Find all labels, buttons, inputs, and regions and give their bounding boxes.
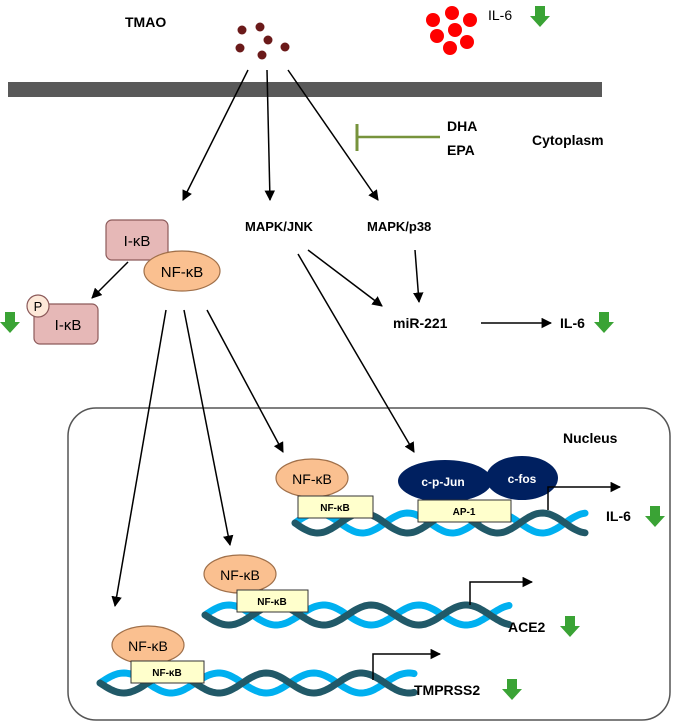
ap1-site	[417, 499, 512, 523]
arrow-nfkb-ace2	[183, 309, 234, 547]
tss-arrow-ace2	[469, 576, 534, 605]
tss-arrow-il6	[547, 481, 622, 510]
arrow-tmao-nfkb	[182, 69, 249, 201]
nucleus-label: Nucleus	[563, 430, 618, 446]
nfkb-site-il6	[297, 495, 374, 519]
nfkb-complex-label: NF-κB	[161, 264, 204, 281]
il6-gene-label: IL-6	[606, 508, 631, 524]
down-arrow-icon	[530, 6, 550, 27]
down-arrow-icon	[0, 312, 20, 333]
tmao-label: TMAO	[125, 14, 166, 30]
arrow-ikb-phospho	[91, 261, 129, 299]
arrow-tmao-p38	[287, 69, 379, 201]
arrow-nfkb-il6	[206, 309, 284, 453]
nfkb-oval-ace2-label: NF-κB	[220, 567, 260, 583]
ikb-box	[105, 219, 169, 261]
tmao-molecules	[235, 22, 290, 60]
ap1-label: AP-1	[453, 507, 476, 518]
nfkb-site-ace2	[236, 589, 309, 613]
c-p-jun-label: c-p-Jun	[421, 475, 464, 489]
nfkb-complex-oval	[143, 250, 221, 292]
tss-arrow-tmprss2	[372, 648, 442, 680]
c-fos-oval	[486, 456, 558, 500]
tmprss2-label: TMPRSS2	[414, 682, 480, 698]
nucleus-box	[67, 407, 671, 721]
dna-helix-ace2	[201, 601, 513, 629]
c-fos-label: c-fos	[508, 472, 537, 486]
nfkb-oval-il6-label: NF-κB	[292, 471, 332, 487]
cytoplasm-label: Cytoplasm	[532, 132, 604, 148]
arrow-jnk-mir221	[307, 249, 383, 307]
arrow-p38-mir221	[413, 249, 424, 304]
nfkb-site-tmprss2-label: NF-κB	[152, 668, 181, 679]
epa-label: EPA	[447, 142, 475, 158]
mir221-label: miR-221	[393, 315, 448, 331]
il6-molecules	[426, 6, 477, 55]
nfkb-site-il6-label: NF-κB	[320, 503, 349, 514]
il6-top-label: IL-6	[488, 7, 512, 23]
ikb-label: I-κB	[124, 233, 151, 250]
down-arrow-icon	[645, 506, 665, 527]
il6-mir-label: IL-6	[560, 315, 585, 331]
nfkb-site-tmprss2	[130, 660, 205, 684]
dna-strand	[291, 509, 589, 537]
dha-label: DHA	[447, 118, 477, 134]
down-arrow-icon	[594, 312, 614, 333]
arrow-tmao-jnk	[264, 69, 276, 202]
c-p-jun-oval	[398, 460, 492, 502]
ace2-label: ACE2	[508, 619, 546, 635]
mapk-jnk-label: MAPK/JNK	[245, 219, 314, 234]
phosphate-circle	[26, 294, 50, 318]
cell-membrane	[8, 82, 602, 97]
dna-strand	[96, 669, 418, 697]
dna-strand	[201, 601, 513, 629]
p-ikb-label: I-κB	[55, 317, 82, 334]
p-ikb-box	[33, 303, 99, 345]
down-arrow-icon	[502, 679, 522, 700]
mapk-p38-label: MAPK/p38	[367, 219, 431, 234]
down-arrow-icon	[560, 616, 580, 637]
phosphate-label: P	[34, 299, 43, 314]
nfkb-oval-tmprss2-label: NF-κB	[128, 638, 168, 654]
arrow-jnk-ap1	[297, 253, 415, 453]
arrow-nfkb-tmprss2	[111, 309, 167, 608]
nfkb-site-ace2-label: NF-κB	[257, 597, 286, 608]
